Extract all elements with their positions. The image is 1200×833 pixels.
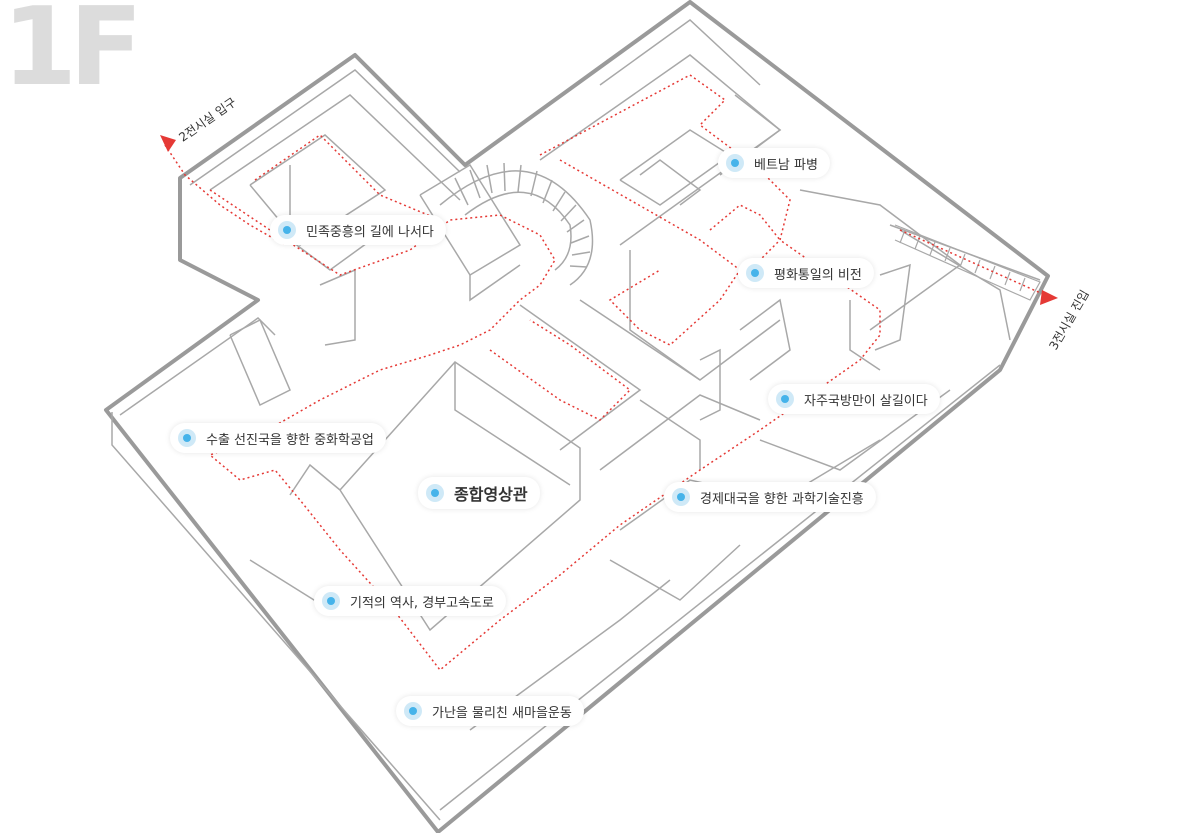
exhibit-label[interactable]: 종합영상관 xyxy=(418,477,540,509)
tour-route xyxy=(164,74,1046,672)
floor-number: 1F xyxy=(2,0,143,110)
exhibit-label[interactable]: 기적의 역사, 경부고속도로 xyxy=(314,586,506,616)
exhibit-label-text: 베트남 파병 xyxy=(754,157,818,173)
marker-dot-icon xyxy=(746,264,764,282)
exhibit-label-text: 가난을 물리친 새마을운동 xyxy=(432,705,572,721)
marker-dot-icon xyxy=(726,154,744,172)
entrance-3-arrow-icon xyxy=(1040,290,1058,305)
exhibit-label[interactable]: 베트남 파병 xyxy=(718,148,830,178)
entrance-arrows xyxy=(160,135,1058,305)
exhibit-label[interactable]: 평화통일의 비전 xyxy=(738,258,874,288)
marker-dot-icon xyxy=(672,488,690,506)
exhibit-label-text: 평화통일의 비전 xyxy=(774,267,862,283)
exhibit-label[interactable]: 자주국방만이 살길이다 xyxy=(768,384,940,414)
spiral-staircase xyxy=(439,162,594,286)
exhibit-label[interactable]: 가난을 물리친 새마을운동 xyxy=(396,696,584,726)
marker-dot-icon xyxy=(776,390,794,408)
entrance-2-arrow-icon xyxy=(160,135,176,152)
outer-walls xyxy=(104,0,1050,833)
exhibit-label-text: 수출 선진국을 향한 중화학공업 xyxy=(206,432,374,448)
exhibit-label[interactable]: 민족중흥의 길에 나서다 xyxy=(270,215,446,245)
inner-walls xyxy=(111,19,1041,821)
marker-dot-icon xyxy=(278,221,296,239)
exhibit-label[interactable]: 경제대국을 향한 과학기술진흥 xyxy=(664,482,876,512)
exhibit-label-text: 종합영상관 xyxy=(454,485,528,504)
marker-dot-icon xyxy=(322,592,340,610)
marker-dot-icon xyxy=(426,484,444,502)
marker-dot-icon xyxy=(404,702,422,720)
exhibit-label-text: 자주국방만이 살길이다 xyxy=(804,393,928,409)
exhibit-label-text: 경제대국을 향한 과학기술진흥 xyxy=(700,491,864,507)
exhibit-label[interactable]: 수출 선진국을 향한 중화학공업 xyxy=(170,423,386,453)
exhibit-label-text: 기적의 역사, 경부고속도로 xyxy=(350,595,494,611)
exhibit-label-text: 민족중흥의 길에 나서다 xyxy=(306,224,434,240)
marker-dot-icon xyxy=(178,429,196,447)
stairs-east xyxy=(894,224,1041,301)
